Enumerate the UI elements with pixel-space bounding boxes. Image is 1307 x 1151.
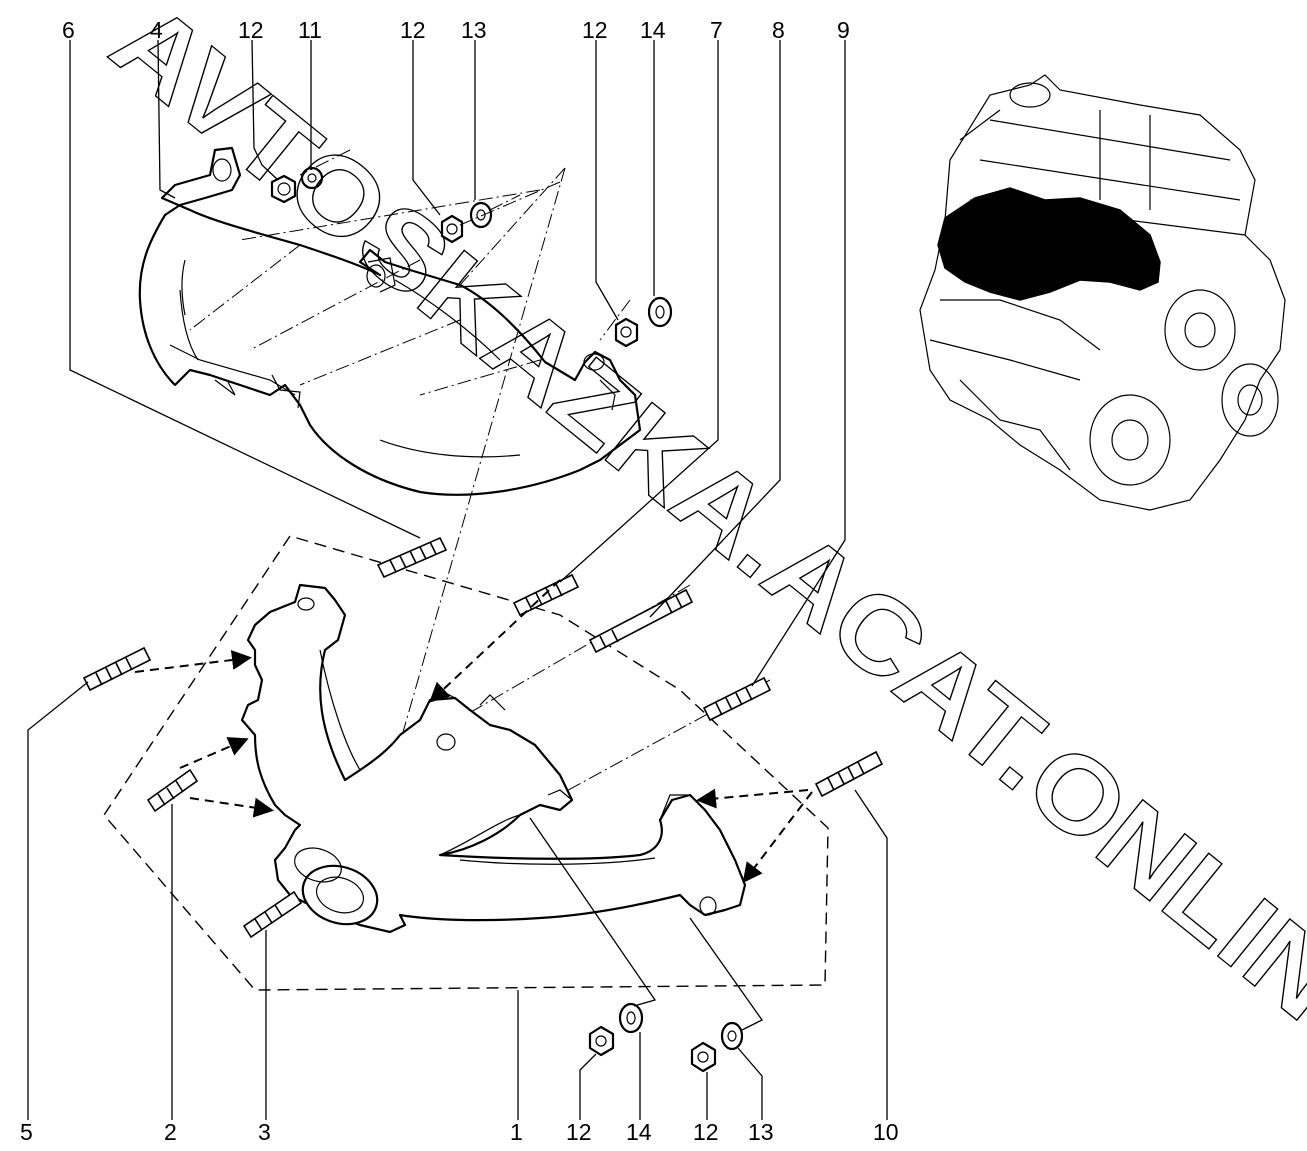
washer-13-lower (720, 1021, 744, 1051)
callout-5: 5 (20, 1119, 33, 1145)
exhaust-manifold (240, 583, 747, 934)
stud-2 (146, 768, 199, 813)
callout-12: 12 (400, 17, 426, 43)
callout-2: 2 (164, 1119, 177, 1145)
callout-10: 10 (873, 1119, 899, 1145)
heat-shield (138, 146, 642, 496)
stud-5 (82, 646, 152, 692)
watermark-text: AVTOSKAZKA.ACAT.ONLINE (91, 0, 1307, 1092)
callout-8: 8 (772, 17, 785, 43)
washer-14-lower (618, 1002, 644, 1034)
washer-11 (300, 166, 324, 190)
nut-12-upper-mid (440, 214, 464, 244)
callout-1: 1 (510, 1119, 523, 1145)
stud-8 (588, 588, 694, 654)
leader-lines (27, 39, 888, 1120)
watermark: AVTOSKAZKA.ACAT.ONLINE (90, 0, 1307, 1093)
stud-10 (814, 750, 884, 798)
callout-13: 13 (748, 1119, 774, 1145)
nut-12-upper-left (270, 174, 297, 204)
callout-12: 12 (693, 1119, 719, 1145)
callout-12: 12 (238, 17, 264, 43)
nut-12-upper-right (614, 317, 639, 348)
callout-12: 12 (566, 1119, 592, 1145)
nut-12-lower-left (588, 1025, 615, 1057)
callout-12: 12 (582, 17, 608, 43)
highlighted-heat-shield (937, 187, 1161, 301)
callout-13: 13 (461, 17, 487, 43)
nut-12-lower-right (690, 1041, 717, 1073)
callout-labels: 6 4 12 11 12 13 12 14 7 8 9 5 2 3 1 12 1… (20, 17, 899, 1145)
callout-6: 6 (62, 17, 75, 43)
stud-6 (376, 536, 448, 579)
callout-7: 7 (710, 17, 723, 43)
washer-13-upper (469, 201, 493, 229)
callout-9: 9 (837, 17, 850, 43)
stud-9 (702, 676, 772, 722)
callout-11: 11 (298, 17, 322, 43)
callout-14: 14 (626, 1119, 652, 1145)
stud-7 (512, 573, 580, 617)
stud-3 (242, 890, 303, 939)
callout-14: 14 (640, 17, 666, 43)
callout-3: 3 (258, 1119, 271, 1145)
installation-arrows (134, 579, 813, 884)
engine-location-thumbnail (919, 74, 1286, 511)
callout-4: 4 (150, 17, 163, 43)
washer-14-upper (647, 296, 673, 328)
